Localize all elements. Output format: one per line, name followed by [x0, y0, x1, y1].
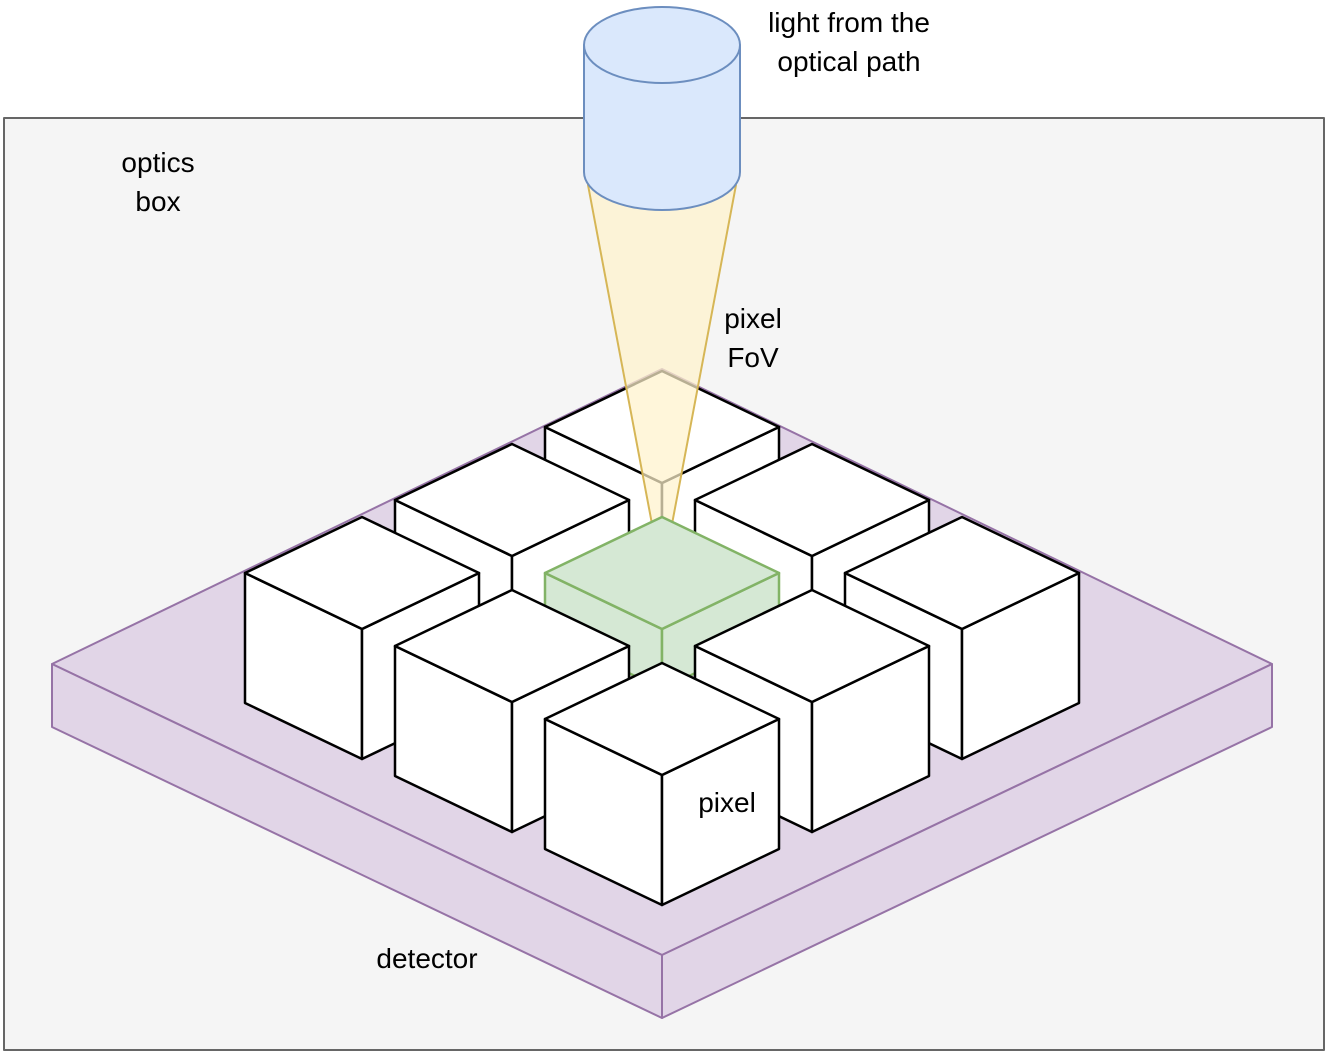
pixel-label: pixel: [698, 787, 756, 818]
pixel-top-face: [843, 515, 1081, 631]
pixel-top-face: [243, 515, 481, 631]
pixel-top-face: [543, 515, 781, 631]
light-label-line1: light from the: [768, 7, 930, 38]
optics-box-label-line2: box: [135, 186, 180, 217]
fov-label-line2: FoV: [727, 342, 779, 373]
pixel-top-face: [393, 442, 631, 558]
detector-label: detector: [376, 943, 477, 974]
cylinder-body: [583, 44, 741, 211]
pixel-top-face: [693, 588, 931, 704]
cylinder-top: [583, 6, 741, 84]
pixel-cubes-front: [243, 515, 1081, 907]
optics-box-label-line1: optics: [121, 147, 194, 178]
pixel-cube: [543, 661, 781, 907]
pixel-top-face: [543, 661, 781, 777]
fov-label-line1: pixel: [724, 303, 782, 334]
light-label-line2: optical path: [777, 46, 920, 77]
light-cylinder-icon: [583, 6, 741, 211]
pixel-top-face: [693, 442, 931, 558]
detector-right-face: [661, 663, 1273, 1019]
pixel-top-face: [393, 588, 631, 704]
